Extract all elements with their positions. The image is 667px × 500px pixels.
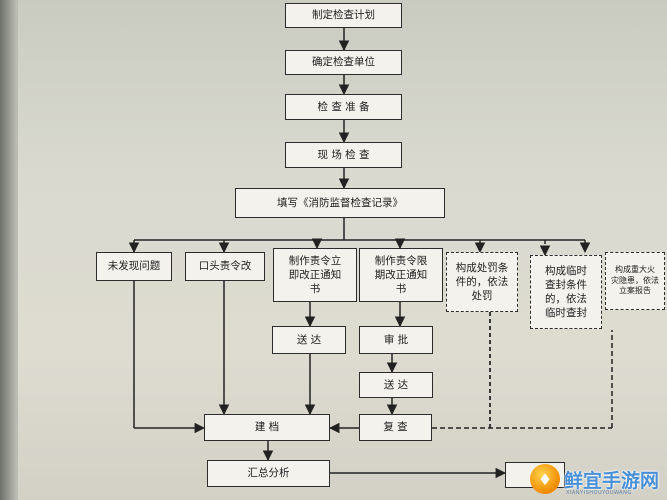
line: 制作责令限	[375, 254, 428, 268]
line: 书	[375, 282, 428, 296]
line: 制作责令立	[289, 254, 342, 268]
line: 期改正通知	[375, 268, 428, 282]
line: 灾隐患，依法	[611, 276, 659, 287]
logo-icon: ♦	[530, 464, 560, 494]
line: 构成重大火	[611, 265, 659, 276]
line: 件的，依法	[456, 275, 509, 289]
step-deliver-1: 送 达	[272, 326, 346, 354]
branch-major-hazard: 构成重大火灾隐患，依法立案报告	[605, 252, 665, 310]
line: 查封条件	[545, 278, 587, 292]
branch-no-issue: 未发现问题	[96, 252, 172, 281]
step-recheck: 复 查	[359, 414, 432, 441]
branch-immediate-notice: 制作责令立即改正通知书	[273, 248, 357, 302]
branch-seal: 构成临时查封条件的，依法临时查封	[530, 255, 602, 329]
line: 处罚	[456, 289, 509, 303]
step-prepare: 检 查 准 备	[285, 94, 402, 120]
line: 临时查封	[545, 306, 587, 320]
step-unit: 确定检查单位	[285, 50, 402, 75]
line: 构成处罚条	[456, 261, 509, 275]
branch-verbal: 口头责令改	[185, 252, 265, 281]
line: 书	[289, 282, 342, 296]
branch-penalty: 构成处罚条件的，依法处罚	[446, 252, 518, 312]
step-record: 填写《消防监督检查记录》	[235, 188, 445, 218]
logo-subtext: XIANYISHOUYOUWANG	[566, 490, 632, 496]
line: 构成临时	[545, 264, 587, 278]
step-summary: 汇总分析	[207, 460, 330, 487]
line: 立案报告	[611, 286, 659, 297]
step-approve: 审 批	[359, 326, 433, 354]
line: 的，依法	[545, 292, 587, 306]
logo-text: 鲜宜手游网	[564, 466, 659, 493]
branch-deadline-notice: 制作责令限期改正通知书	[359, 248, 443, 302]
step-archive: 建 档	[204, 414, 330, 441]
line: 即改正通知	[289, 268, 342, 282]
step-plan: 制定检查计划	[285, 3, 402, 28]
step-deliver-2: 送 达	[359, 372, 433, 398]
step-onsite: 现 场 检 查	[285, 142, 402, 168]
